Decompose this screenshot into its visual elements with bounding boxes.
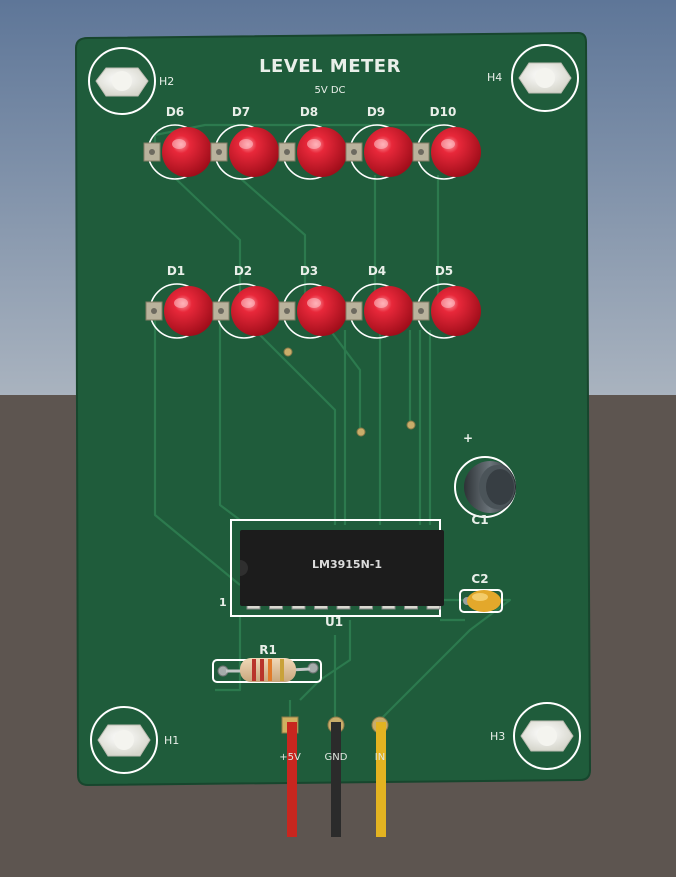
led-d3 bbox=[278, 283, 347, 339]
led-label-d5: D5 bbox=[434, 264, 454, 278]
wire-connector bbox=[281, 716, 389, 837]
led-d1 bbox=[145, 283, 214, 339]
led-label-d8: D8 bbox=[299, 105, 319, 119]
hole-h3 bbox=[513, 702, 581, 770]
copper-traces bbox=[153, 123, 512, 725]
wire-label-vcc: +5V bbox=[279, 752, 301, 763]
wire-vcc bbox=[287, 722, 297, 837]
led-d6 bbox=[143, 124, 212, 180]
led-d8 bbox=[278, 124, 347, 180]
led-label-d2: D2 bbox=[233, 264, 253, 278]
c1-polarity-mark: + bbox=[463, 431, 474, 445]
ic-lm3915 bbox=[230, 519, 444, 617]
capacitor-c1 bbox=[454, 456, 516, 518]
led-d5 bbox=[412, 283, 481, 339]
mounting-holes bbox=[88, 44, 581, 774]
ic-notch bbox=[240, 560, 248, 576]
capacitor-label-c2: C2 bbox=[471, 572, 489, 586]
board-subtitle: 5V DC bbox=[314, 85, 346, 96]
resistor-label-r1: R1 bbox=[259, 643, 277, 657]
ic-pin1-marker: 1 bbox=[219, 596, 227, 609]
led-label-d10: D10 bbox=[429, 105, 457, 119]
hole-h4 bbox=[511, 44, 579, 112]
wire-gnd bbox=[331, 722, 341, 837]
led-label-d1: D1 bbox=[166, 264, 186, 278]
wire-label-gnd: GND bbox=[324, 752, 348, 763]
wire-in bbox=[376, 722, 386, 837]
ic-part-number: LM3915N-1 bbox=[312, 558, 382, 571]
hole-h2 bbox=[88, 47, 156, 115]
capacitor-label-c1: C1 bbox=[471, 513, 489, 527]
capacitor-c2 bbox=[459, 589, 503, 613]
wire-label-in: IN bbox=[374, 752, 386, 763]
led-label-d4: D4 bbox=[367, 264, 387, 278]
ic-ref-label: U1 bbox=[324, 615, 344, 629]
led-d10 bbox=[412, 124, 481, 180]
hole-label-h3: H3 bbox=[490, 730, 506, 743]
led-array bbox=[143, 124, 481, 339]
hole-label-h2: H2 bbox=[159, 75, 175, 88]
led-d7 bbox=[210, 124, 279, 180]
hole-label-h4: H4 bbox=[487, 71, 503, 84]
led-label-d7: D7 bbox=[231, 105, 251, 119]
vias bbox=[283, 347, 416, 437]
ic-body bbox=[240, 530, 444, 606]
led-label-d3: D3 bbox=[299, 264, 319, 278]
hole-h1 bbox=[90, 706, 158, 774]
led-label-d9: D9 bbox=[366, 105, 386, 119]
led-d2 bbox=[212, 283, 281, 339]
hole-label-h1: H1 bbox=[164, 734, 180, 747]
led-d9 bbox=[345, 124, 414, 180]
board-title: LEVEL METER bbox=[259, 56, 401, 77]
resistor-r1 bbox=[212, 658, 322, 683]
led-d4 bbox=[345, 283, 414, 339]
led-label-d6: D6 bbox=[165, 105, 185, 119]
